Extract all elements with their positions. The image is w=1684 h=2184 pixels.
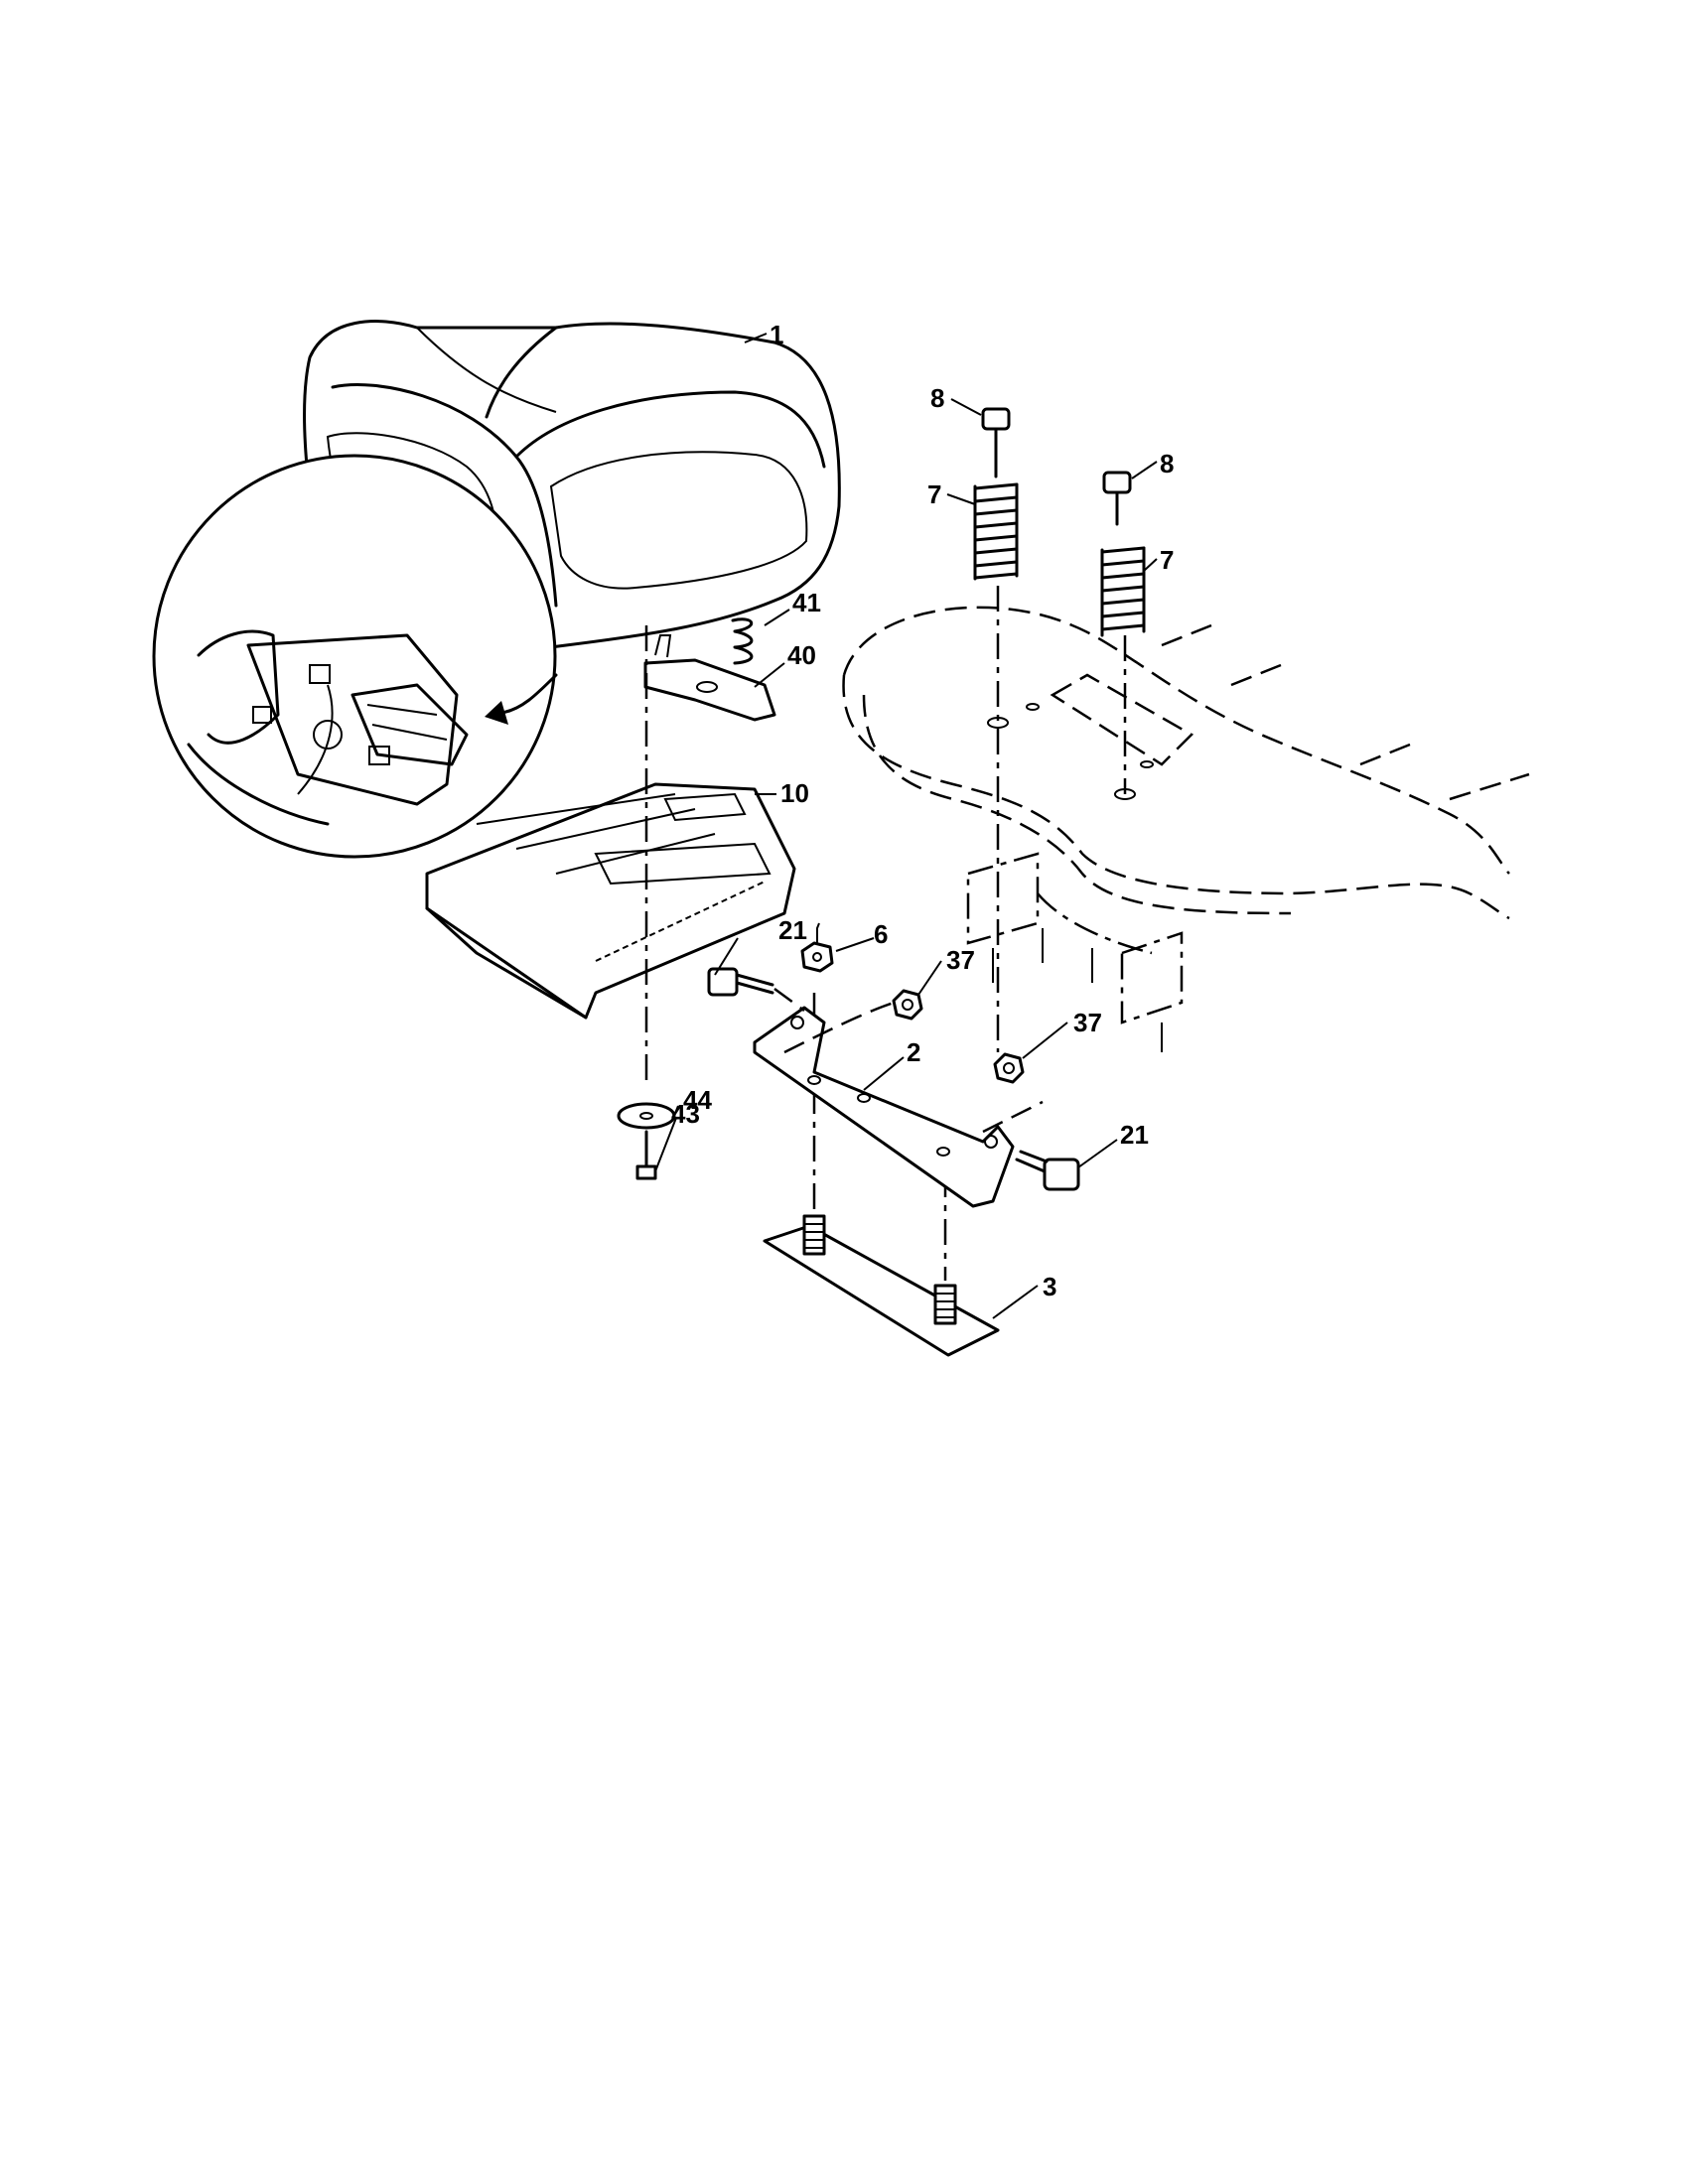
spring-right [1100,546,1146,637]
callout-seat-bracket: 2 [907,1037,920,1067]
callout-seat-switch-bracket: 40 [787,640,816,670]
callout-spring-left: 7 [927,479,941,509]
seat-bracket [753,1001,1044,1208]
shoulder-bolt-left [707,967,805,1013]
callout-nut-left: 37 [946,945,975,975]
callout-bolt-right: 8 [1160,449,1174,478]
adjust-slots [595,881,766,962]
seat-plate [763,1214,1000,1357]
curved-arrow-icon [485,673,558,725]
callout-spring-right: 7 [1160,545,1174,575]
seat-switch-bracket [643,634,776,722]
callout-washer-bottom: 44 [683,1085,712,1115]
stud-right [933,1284,957,1325]
callout-labels: 1 8 8 7 7 41 40 10 21 6 37 37 2 21 3 44 … [671,320,1174,1301]
stud-left [802,1214,826,1256]
callout-bolt-left: 8 [930,383,944,413]
washer-bottom [617,1102,676,1130]
leader-lines [654,333,1158,1319]
seat-switch-spring [731,617,754,665]
shoulder-bolt-right [1015,1150,1080,1191]
callout-seat-pan: 10 [780,778,809,808]
seat-switch-detail-inset [152,454,557,859]
screw-bottom [635,1130,657,1180]
callout-seat: 1 [770,320,783,349]
callout-shoulder-bolt-left: 21 [778,915,807,945]
fender-outline [842,606,1530,1052]
nut-center [800,941,834,973]
callout-seat-switch-spring: 41 [792,588,821,617]
spring-left [973,482,1019,581]
seat-pan [425,782,796,1020]
nut-left [892,989,923,1021]
callout-shoulder-bolt-right: 21 [1120,1120,1149,1150]
bolt-left [981,407,1011,478]
bolt-right [1102,471,1132,526]
nut-right [993,1052,1025,1084]
callout-nut-right: 37 [1073,1008,1102,1037]
callout-seat-plate: 3 [1043,1272,1056,1301]
callout-nut-center: 6 [874,919,888,949]
callout-screw-bottom: 43 [671,1099,700,1129]
